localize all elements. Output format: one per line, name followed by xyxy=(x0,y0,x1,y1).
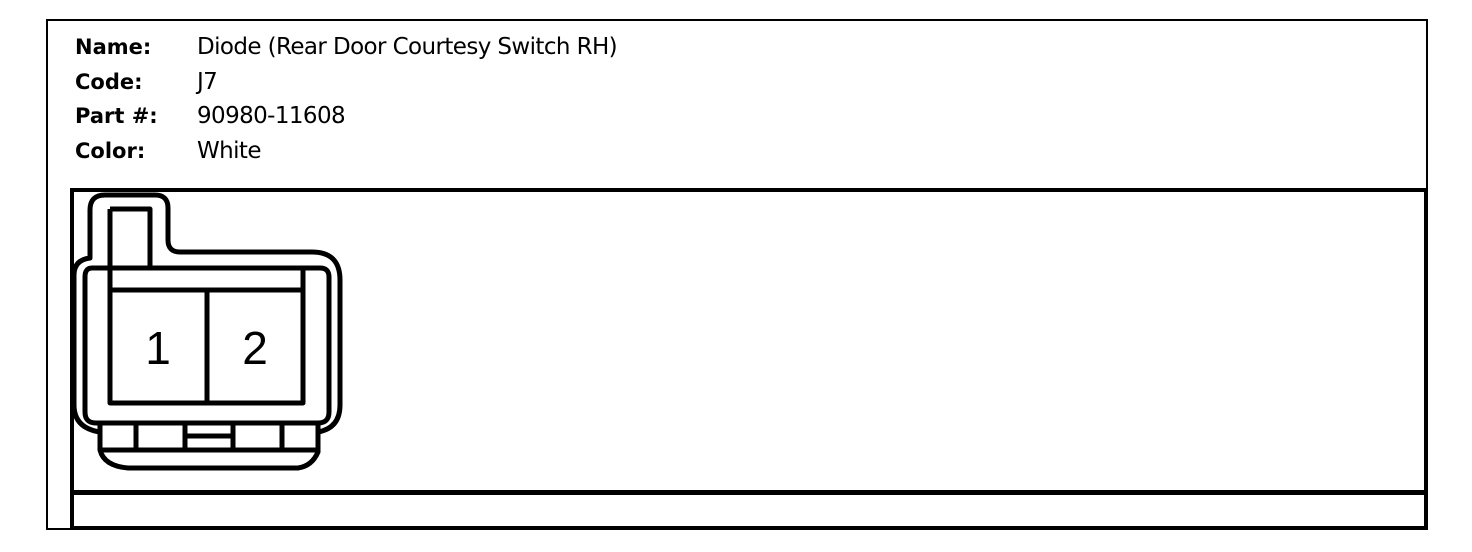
connector-diagram-panel xyxy=(70,188,1428,494)
name-label: Name: xyxy=(75,35,152,59)
code-value: J7 xyxy=(197,68,218,95)
code-row: Code: J7 xyxy=(75,65,617,100)
part-number-row: Part #: 90980-11608 xyxy=(75,99,617,134)
pin-2-label: 2 xyxy=(242,322,268,374)
connector-info-card: Name: Diode (Rear Door Courtesy Switch RH… xyxy=(46,19,1428,530)
color-row: Color: White xyxy=(75,134,617,169)
latch-slot xyxy=(107,206,153,268)
part-number-label: Part #: xyxy=(75,104,158,128)
color-label: Color: xyxy=(75,138,146,163)
part-number-value: 90980-11608 xyxy=(197,103,346,129)
connector-details: Name: Diode (Rear Door Courtesy Switch RH… xyxy=(75,30,618,169)
footer-cell xyxy=(70,491,1428,530)
pin-1-label: 1 xyxy=(145,322,171,374)
name-row: Name: Diode (Rear Door Courtesy Switch RH… xyxy=(75,30,618,65)
color-value: White xyxy=(197,137,261,164)
name-value: Diode (Rear Door Courtesy Switch RH) xyxy=(197,34,618,60)
housing-outline xyxy=(71,192,343,471)
code-label: Code: xyxy=(75,69,143,94)
